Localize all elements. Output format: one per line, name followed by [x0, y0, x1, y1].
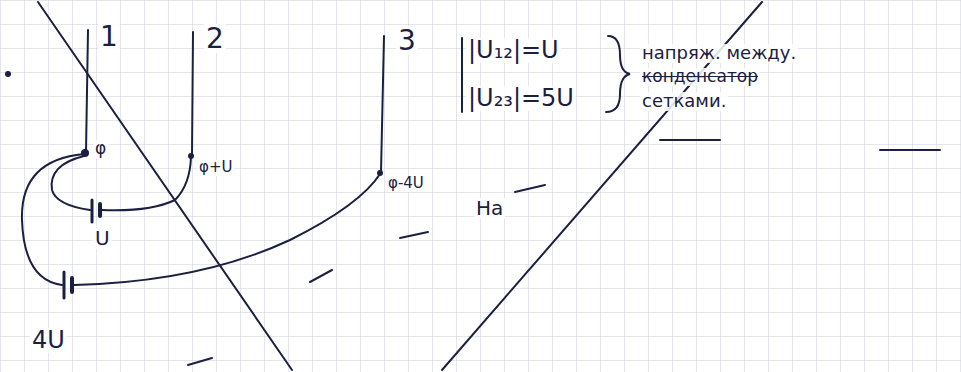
grid-electrode: [86, 30, 88, 152]
wire: [102, 157, 191, 210]
equation: |U₂₃|=5U: [466, 86, 576, 111]
dash: [188, 358, 212, 365]
note: На: [474, 198, 505, 219]
battery-plate: [63, 272, 66, 298]
grid-number: 2: [204, 24, 226, 53]
node-dot: [81, 149, 89, 157]
voltage-label: U: [93, 228, 112, 249]
bullet-dot: [5, 71, 11, 77]
grid-electrode: [192, 32, 193, 155]
note-struck: конденсатор: [640, 68, 760, 86]
dash: [400, 232, 428, 238]
wire: [52, 156, 90, 210]
dash: [660, 139, 720, 141]
dash: [880, 149, 940, 151]
node-dot: [188, 153, 194, 159]
grid-number: 3: [396, 26, 418, 55]
strike-line: [38, 2, 292, 370]
dash: [515, 185, 545, 192]
equation: |U₁₂|=U: [466, 38, 561, 63]
potential-label: φ-4U: [386, 176, 426, 192]
dash: [310, 270, 332, 282]
node-dot: [377, 170, 383, 176]
grid-number: 1: [98, 22, 120, 51]
wire: [22, 154, 84, 285]
potential-label: φ+U: [197, 160, 234, 176]
wire: [74, 174, 380, 285]
battery-plate: [91, 200, 94, 222]
potential-label: φ: [93, 140, 108, 158]
brace: [606, 36, 630, 112]
note: напряж. между.: [640, 44, 798, 63]
note: сетками.: [640, 92, 728, 111]
grid-electrode: [381, 36, 384, 172]
voltage-label: 4U: [30, 328, 67, 353]
abs-bar: [461, 38, 463, 112]
